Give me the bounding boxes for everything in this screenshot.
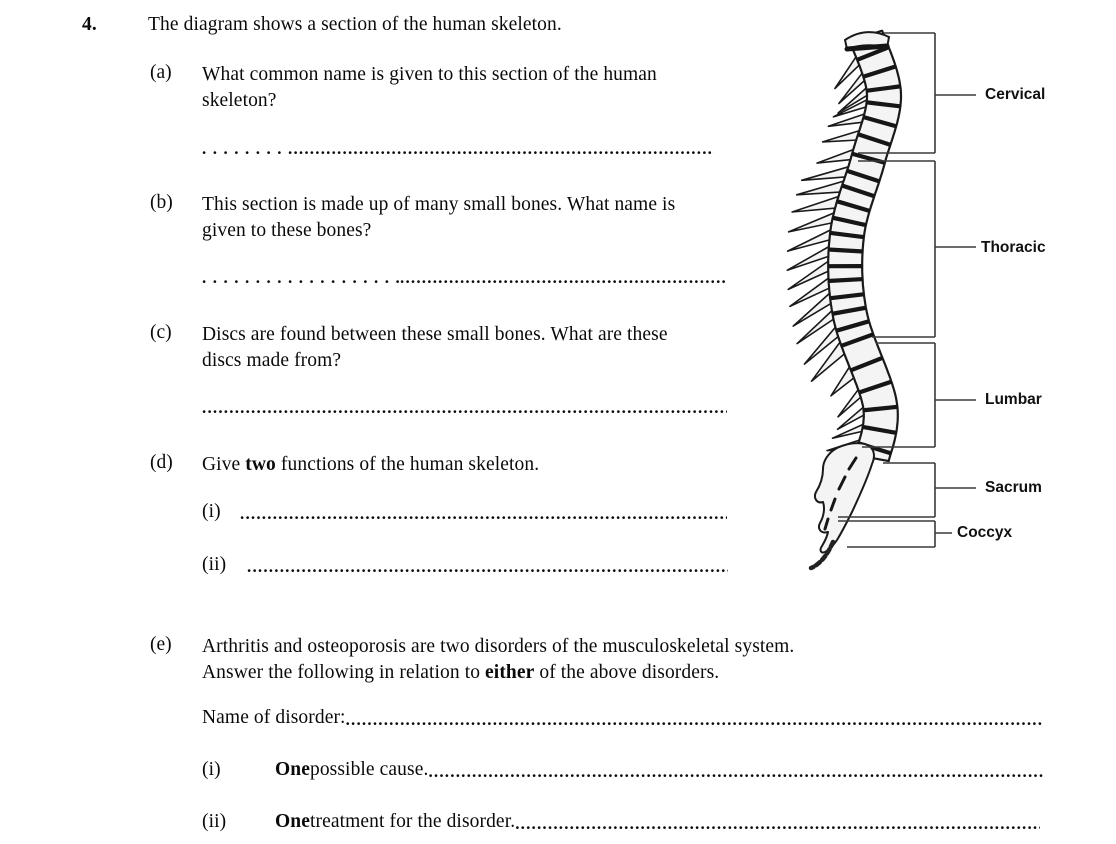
part-c-line2: discs made from? (202, 350, 342, 371)
answer-line-d-i: (i) ....................................… (202, 503, 727, 525)
spine-diagram (786, 29, 976, 571)
part-d-sub-i-label: (i) (202, 503, 221, 522)
answer-line-d-i-dots: ........................................… (240, 504, 727, 523)
disorder-name-label: Name of disorder: (202, 709, 346, 728)
part-d-bold-word: two (245, 454, 276, 475)
part-a-line2: skeleton? (202, 90, 277, 111)
part-e-line2-suffix: of the above disorders. (534, 662, 720, 683)
part-e-line2-bold: either (485, 662, 535, 683)
part-e-label: (e) (150, 634, 172, 655)
diagram-label-sacrum: Sacrum (985, 479, 1042, 496)
question-number: 4. (82, 14, 97, 35)
question-intro: The diagram shows a section of the human… (148, 14, 562, 35)
part-c-label: (c) (150, 322, 172, 343)
part-c-line1: Discs are found between these small bone… (202, 324, 668, 345)
answer-line-c: ........................................… (202, 397, 727, 419)
part-e-line1: Arthritis and osteoporosis are two disor… (202, 636, 795, 657)
part-e-sub-i-text: possible cause. (309, 761, 429, 780)
answer-line-a-dots: ........................................… (288, 139, 714, 158)
answer-line-b-wide-dots: .............................. (202, 268, 400, 287)
part-e-line2-prefix: Answer the following in relation to (202, 662, 486, 683)
part-c-text: Discs are found between these small bone… (202, 322, 762, 374)
answer-line-b: .............................. .........… (202, 267, 727, 289)
answer-line-b-dots: ........................................… (400, 268, 727, 287)
part-e-sub-ii-bold: One (275, 813, 310, 832)
answer-line-e-i-dots: ........................................… (428, 762, 1043, 781)
part-e-sub-i-label: (i) (202, 761, 221, 780)
answer-line-d-ii-dots: ........................................… (247, 557, 728, 576)
part-b-label: (b) (150, 192, 173, 213)
diagram-label-lumbar: Lumbar (985, 391, 1042, 408)
part-b-line2: given to these bones? (202, 220, 372, 241)
answer-line-e-ii: (ii) One treatment for the disorder. ...… (202, 813, 1040, 835)
part-b-line1: This section is made up of many small bo… (202, 194, 676, 215)
diagram-label-cervical: Cervical (985, 86, 1046, 103)
part-d-suffix: functions of the human skeleton. (275, 454, 540, 475)
answer-line-disorder-dots: ........................................… (345, 710, 1043, 729)
answer-line-a-wide-dots: .............................. (202, 139, 288, 158)
part-d-sub-ii-label: (ii) (202, 556, 227, 575)
part-d-text: Give two functions of the human skeleton… (202, 452, 802, 478)
answer-line-e-i: (i) One possible cause. ................… (202, 761, 1043, 783)
part-e-sub-i-bold: One (275, 761, 310, 780)
answer-line-c-dots: ........................................… (202, 398, 727, 417)
part-a-label: (a) (150, 62, 172, 83)
part-e-text: Arthritis and osteoporosis are two disor… (202, 634, 1062, 686)
part-e-sub-ii-text: treatment for the disorder. (309, 813, 516, 832)
part-d-label: (d) (150, 452, 173, 473)
part-a-line1: What common name is given to this sectio… (202, 64, 657, 85)
diagram-label-thoracic: Thoracic (981, 239, 1046, 256)
answer-line-e-ii-dots: ........................................… (515, 814, 1040, 833)
part-e-sub-ii-label: (ii) (202, 813, 227, 832)
diagram-label-coccyx: Coccyx (957, 524, 1013, 541)
answer-line-a: .............................. .........… (202, 138, 714, 160)
part-d-prefix: Give (202, 454, 246, 475)
part-b-text: This section is made up of many small bo… (202, 192, 762, 244)
answer-line-d-ii: (ii) ...................................… (202, 556, 728, 578)
part-a-text: What common name is given to this sectio… (202, 62, 762, 114)
answer-line-disorder-name: Name of disorder: ......................… (202, 709, 1043, 731)
